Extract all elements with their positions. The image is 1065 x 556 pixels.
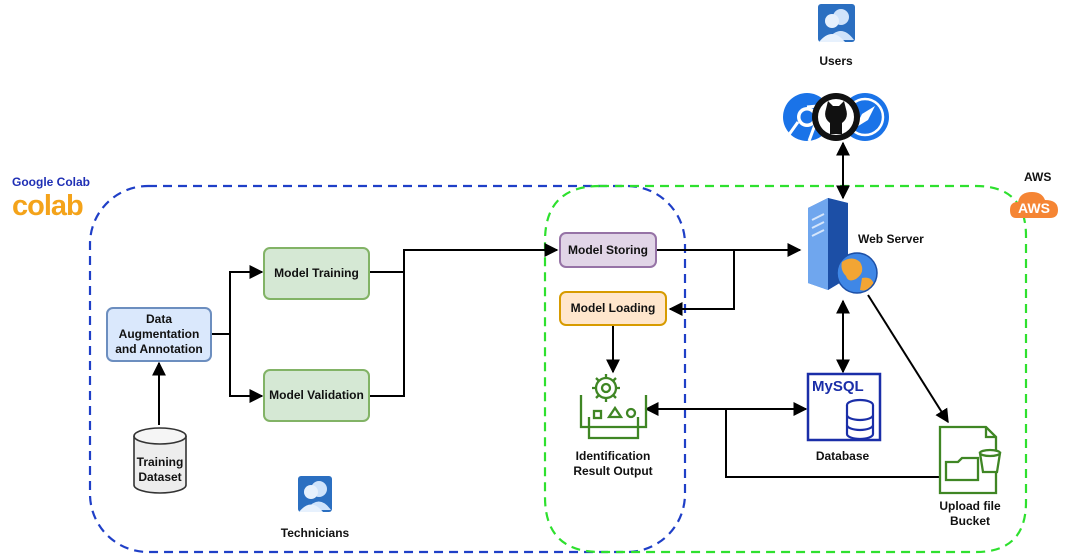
mysql-logo-text: MySQL	[812, 378, 864, 395]
web-server-label: Web Server	[858, 232, 924, 246]
model-training-label: Model Training	[274, 266, 359, 280]
edge-augmentation-to-training	[212, 265, 264, 335]
github-icon	[812, 93, 860, 141]
model-validation-label: Model Validation	[269, 388, 364, 402]
sagemaker-model-icon	[579, 374, 648, 440]
model-loading-box[interactable]: Model Loading	[559, 291, 667, 326]
aws-logo-text: AWS	[1018, 200, 1050, 216]
aws-region-title: AWS	[1024, 170, 1052, 184]
model-storing-box[interactable]: Model Storing	[559, 232, 657, 268]
training-dataset-cylinder	[133, 427, 187, 494]
model-validation-box[interactable]: Model Validation	[263, 369, 370, 422]
edge-webserver-to-bucket	[867, 294, 949, 424]
data-augmentation-label: Data Augmentation and Annotation	[115, 312, 203, 356]
model-storing-label: Model Storing	[568, 242, 648, 257]
users-icon	[818, 4, 855, 42]
edge-webserver-to-loading	[668, 250, 735, 316]
technicians-label: Technicians	[280, 526, 350, 540]
model-training-box[interactable]: Model Training	[263, 247, 370, 300]
training-dataset-label: Training Dataset	[136, 455, 184, 484]
edges	[152, 141, 949, 478]
technicians-icon	[298, 476, 332, 512]
colab-region-border	[88, 184, 687, 554]
data-augmentation-box[interactable]: Data Augmentation and Annotation	[106, 307, 212, 362]
upload-bucket-label: Upload file Bucket	[939, 499, 1001, 528]
database-icon	[806, 372, 882, 442]
edge-bucket-to-output	[725, 409, 940, 478]
database-label: Database	[815, 449, 870, 463]
users-label: Users	[819, 54, 853, 68]
edge-training-to-storing	[370, 243, 559, 273]
identification-output-label: Identification Result Output	[573, 449, 653, 478]
colab-logo-text: colab	[12, 190, 84, 222]
colab-region-title: Google Colab	[12, 175, 90, 189]
model-loading-label: Model Loading	[570, 301, 656, 315]
edge-augmentation-to-validation	[229, 334, 264, 403]
aws-logo-icon	[1010, 192, 1058, 218]
s3-bucket-icon	[938, 425, 1002, 495]
web-server-icon	[808, 198, 878, 294]
edge-validation-to-storing	[370, 250, 405, 397]
